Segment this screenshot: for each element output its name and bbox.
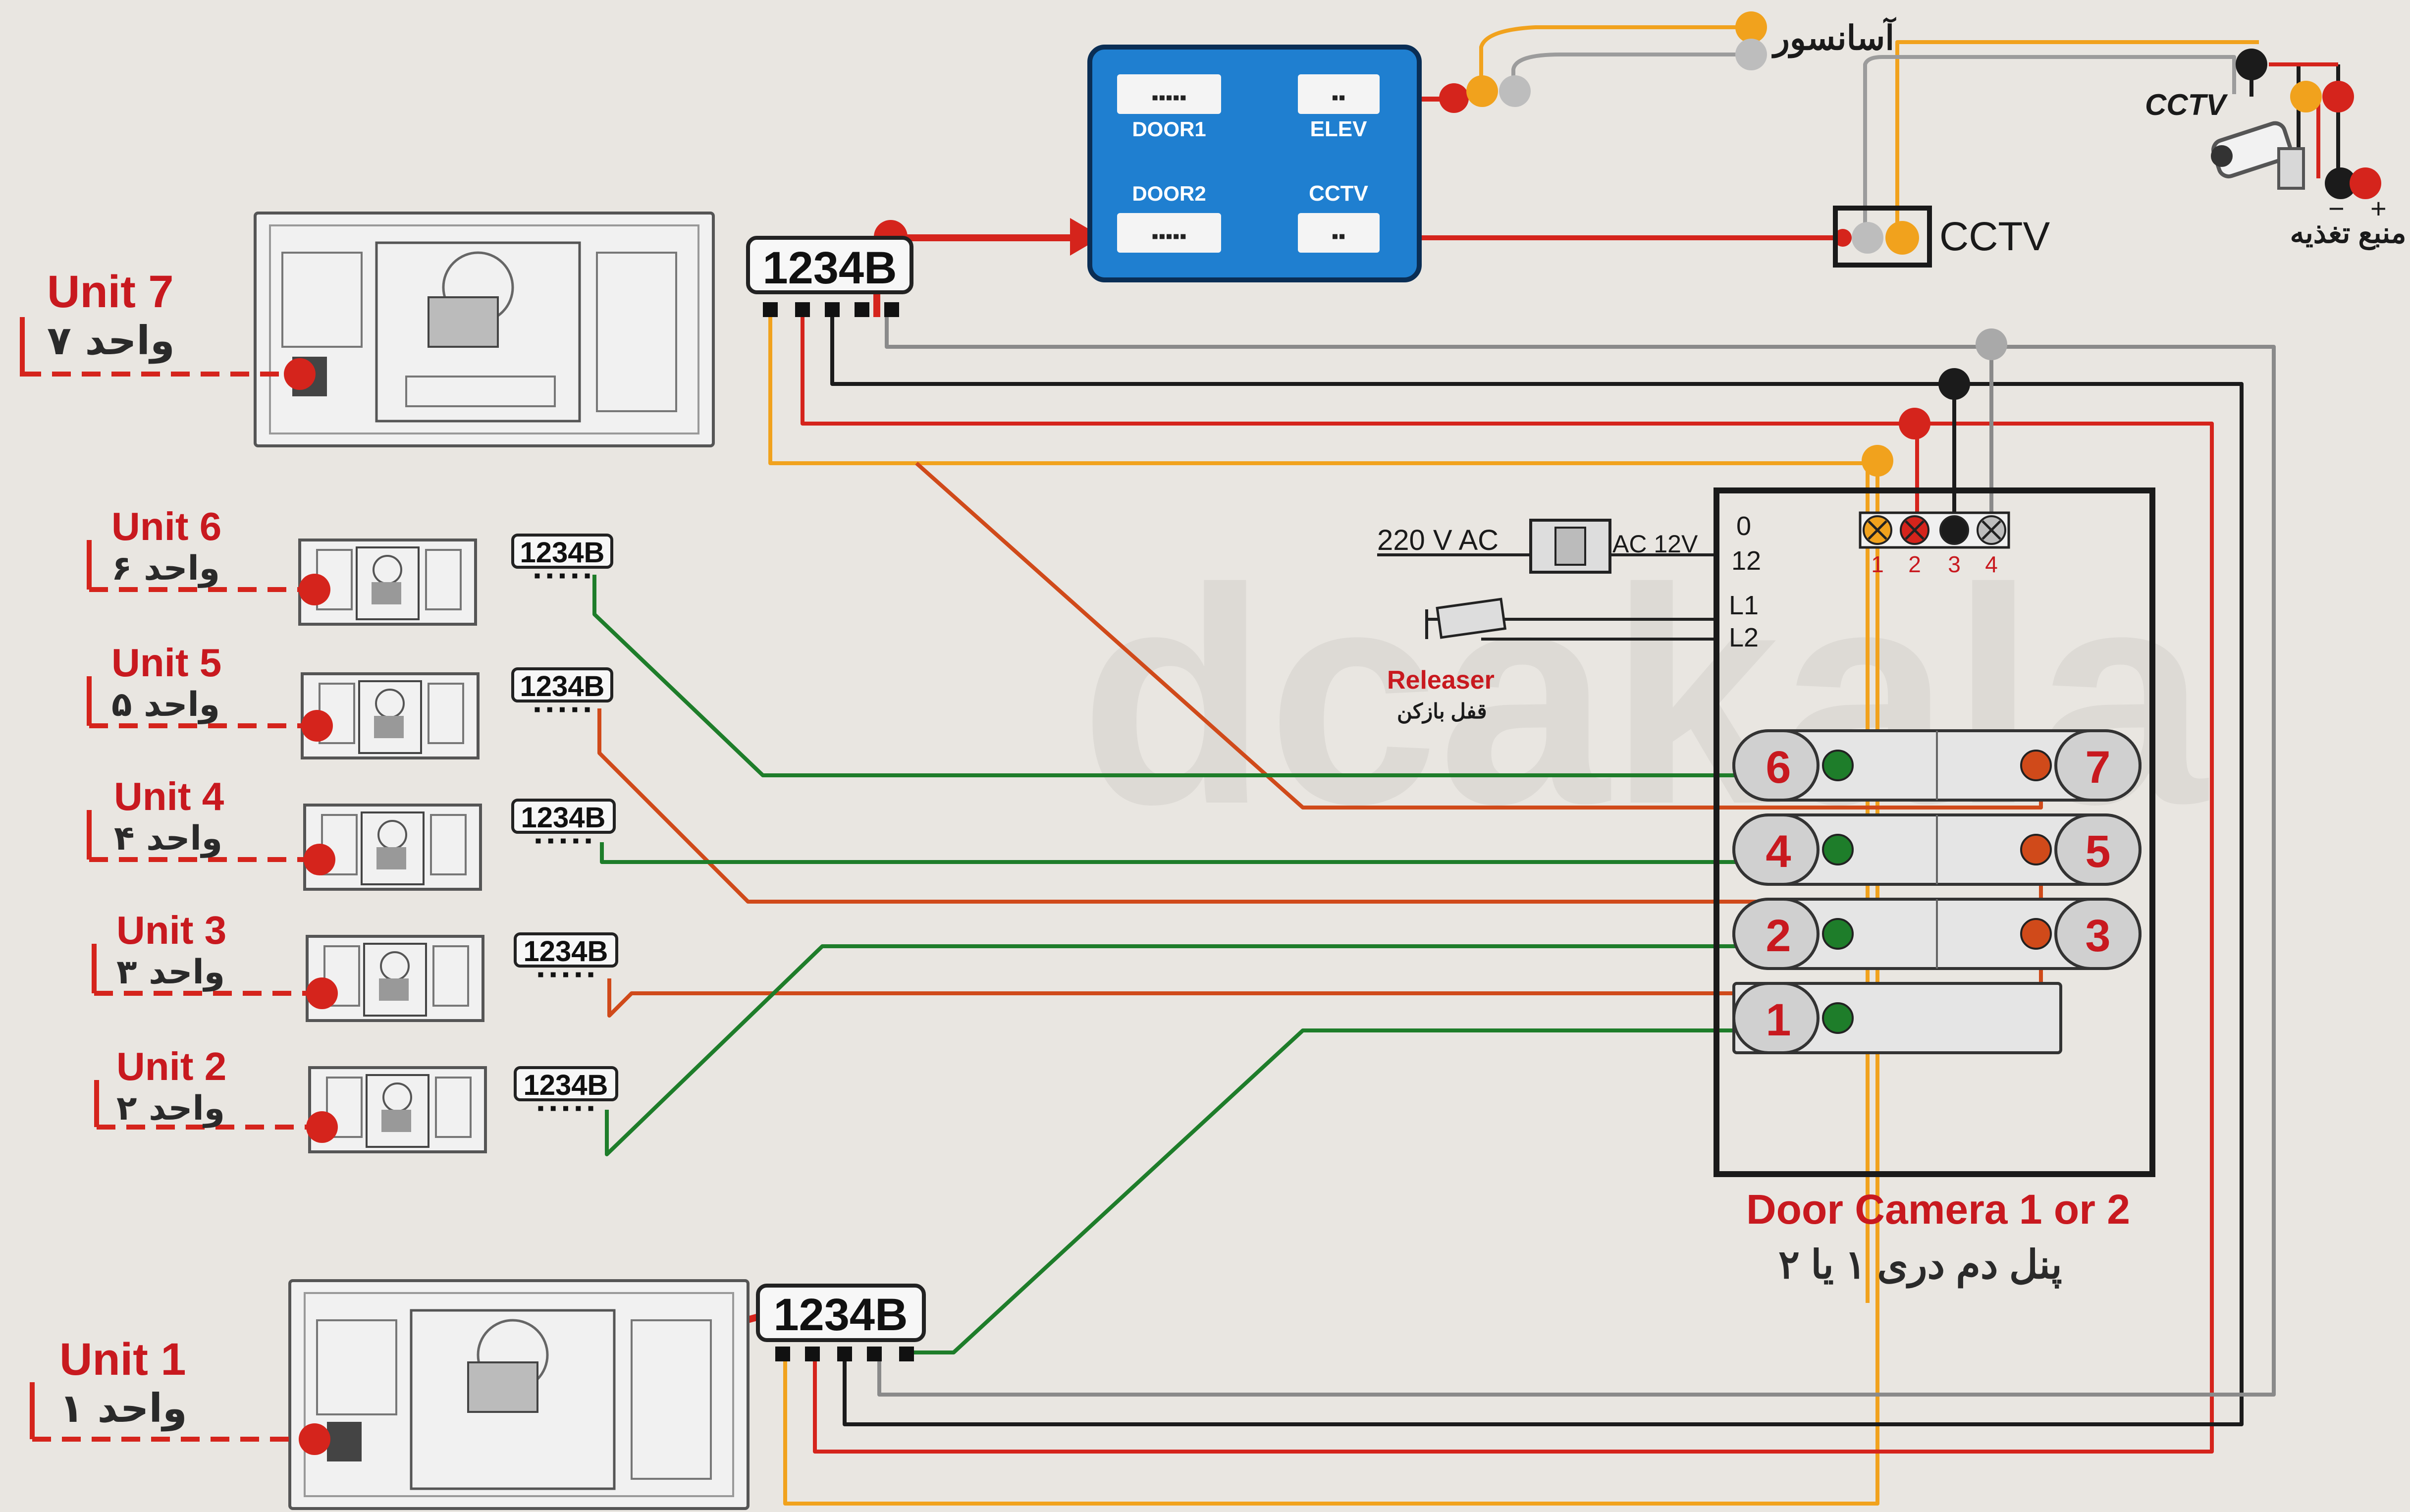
svg-text:▪▪: ▪▪ xyxy=(1332,225,1345,247)
svg-text:1234B: 1234B xyxy=(762,243,897,293)
unit-2-label-fa: واحد ۲ xyxy=(116,1089,225,1128)
cctv-port xyxy=(1298,213,1380,253)
unit-4-monitor xyxy=(303,804,482,891)
svg-text:▪▪▪▪▪: ▪▪▪▪▪ xyxy=(1152,225,1187,247)
svg-text:1234B: 1234B xyxy=(521,802,606,834)
unit-1-label-fa: واحد ۱ xyxy=(59,1385,187,1432)
unit-1-monitor xyxy=(288,1279,750,1510)
terminal-1: 1 xyxy=(1871,551,1884,577)
unit-3-label-en: Unit 3 xyxy=(116,908,226,952)
unit-6-monitor xyxy=(298,539,477,626)
connector-unit-4: 1234B ▪ ▪ ▪ ▪ ▪ xyxy=(511,799,616,852)
connector-unit-1: 1234B xyxy=(756,1284,926,1361)
door1-port xyxy=(1117,74,1221,114)
ac-input-label: 220 V AC xyxy=(1377,524,1499,556)
releaser-label-fa: قفل بازکن xyxy=(1397,700,1487,724)
elev-port xyxy=(1298,74,1380,114)
unit-4-label-fa: واحد ۴ xyxy=(114,819,222,858)
connector-unit-7: 1234B xyxy=(746,236,913,317)
unit-6-label-fa: واحد ۶ xyxy=(111,549,220,588)
door2-port xyxy=(1117,213,1221,253)
button-1: 1 xyxy=(1766,995,1791,1045)
unit-5-monitor xyxy=(301,672,480,759)
term-l2: L2 xyxy=(1729,623,1759,652)
term-12: 12 xyxy=(1731,546,1761,576)
terminal-3: 3 xyxy=(1948,551,1961,577)
unit-7-label-en: Unit 7 xyxy=(47,267,174,317)
elevator-label: آسانسور xyxy=(1771,16,1896,58)
door2-label: DOOR2 xyxy=(1132,182,1206,205)
connector-unit-2: 1234B ▪ ▪ ▪ ▪ ▪ xyxy=(514,1066,618,1119)
unit-5-label-en: Unit 5 xyxy=(111,641,221,685)
watermark: dcakala xyxy=(1080,525,2209,868)
cctv-junction-box xyxy=(1833,206,1932,268)
svg-text:▪ ▪ ▪ ▪ ▪: ▪ ▪ ▪ ▪ ▪ xyxy=(534,565,590,587)
terminal-4: 4 xyxy=(1985,551,1998,577)
unit-2-monitor xyxy=(308,1066,487,1153)
svg-text:▪ ▪ ▪ ▪ ▪: ▪ ▪ ▪ ▪ ▪ xyxy=(537,1097,594,1119)
svg-text:+: + xyxy=(2370,193,2387,224)
unit-2-label-en: Unit 2 xyxy=(116,1044,226,1088)
power-adapter: 220 V AC AC 12V xyxy=(1377,519,1714,641)
ac-output-label: AC 12V xyxy=(1612,530,1698,558)
term-l1: L1 xyxy=(1729,591,1759,620)
door-camera-panel: 0 12 L1 L2 1 2 3 4 6 7 4 5 xyxy=(1714,487,2155,1177)
unit-3-label-fa: واحد ۳ xyxy=(116,953,225,992)
svg-text:1234B: 1234B xyxy=(524,935,608,968)
svg-text:1234B: 1234B xyxy=(524,1069,608,1101)
unit-7-monitor xyxy=(254,212,715,447)
svg-text:1234B: 1234B xyxy=(773,1290,908,1340)
svg-text:▪ ▪ ▪ ▪ ▪: ▪ ▪ ▪ ▪ ▪ xyxy=(535,830,591,852)
button-3: 3 xyxy=(2085,911,2110,961)
button-7: 7 xyxy=(2085,742,2110,793)
unit-1-label-en: Unit 1 xyxy=(59,1334,186,1385)
terminal-2: 2 xyxy=(1908,551,1921,577)
svg-text:▪▪: ▪▪ xyxy=(1332,87,1345,108)
connector-unit-5: 1234B ▪ ▪ ▪ ▪ ▪ xyxy=(511,667,613,720)
unit-6-label-en: Unit 6 xyxy=(111,504,221,548)
svg-text:−: − xyxy=(2328,193,2345,224)
door1-label: DOOR1 xyxy=(1132,117,1206,141)
button-6: 6 xyxy=(1766,742,1791,793)
door-panel-title-fa: پنل دم دری ۱ یا ۲ xyxy=(1778,1242,2062,1289)
unit-7-label-fa: واحد ۷ xyxy=(47,318,175,364)
cctv-port-label: CCTV xyxy=(1309,181,1368,206)
svg-text:▪▪▪▪▪: ▪▪▪▪▪ xyxy=(1152,87,1187,108)
unit-5-label-fa: واحد ۵ xyxy=(111,685,220,724)
camera-label: CCTV xyxy=(2145,88,2228,121)
connector-unit-6: 1234B ▪ ▪ ▪ ▪ ▪ xyxy=(511,534,613,587)
connector-unit-3: 1234B ▪ ▪ ▪ ▪ ▪ xyxy=(514,932,618,985)
svg-text:▪ ▪ ▪ ▪ ▪: ▪ ▪ ▪ ▪ ▪ xyxy=(534,699,590,720)
elev-label: ELEV xyxy=(1310,117,1368,141)
door-panel-title-en: Door Camera 1 or 2 xyxy=(1746,1186,2130,1233)
svg-text:1234B: 1234B xyxy=(520,537,605,569)
button-5: 5 xyxy=(2085,826,2110,877)
button-2: 2 xyxy=(1766,911,1791,961)
svg-text:▪ ▪ ▪ ▪ ▪: ▪ ▪ ▪ ▪ ▪ xyxy=(537,964,594,985)
term-0: 0 xyxy=(1736,511,1751,541)
releaser-label-en: Releaser xyxy=(1387,666,1495,695)
distributor-box: ▪▪▪▪▪ DOOR1 ▪▪ ELEV DOOR2 ▪▪▪▪▪ CCTV ▪▪ xyxy=(1087,45,1422,282)
svg-text:1234B: 1234B xyxy=(520,670,605,702)
cctv-box-label: CCTV xyxy=(1939,214,2050,259)
cctv-camera-icon: CCTV xyxy=(2145,88,2305,190)
button-4: 4 xyxy=(1766,826,1791,877)
unit-3-monitor xyxy=(306,935,484,1022)
unit-4-label-en: Unit 4 xyxy=(114,774,224,818)
power-supply-label: منبع تغذیه xyxy=(2290,217,2407,251)
